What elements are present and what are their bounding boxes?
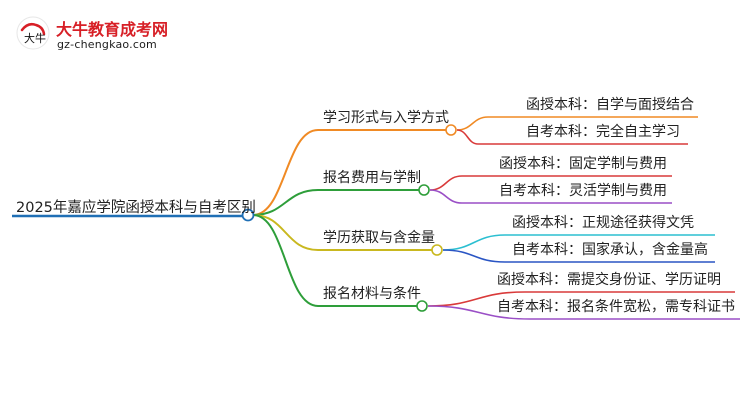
branch-label-learning-mode: 学习形式与入学方式 (323, 110, 449, 126)
leaf-label-1-1: 函授本科：自学与面授结合 (526, 97, 694, 113)
leaf-connector (429, 175, 463, 191)
leaf-connector (429, 189, 463, 204)
logo-title: 大牛教育成考网 (56, 20, 169, 39)
leaf-label-3-1: 函授本科：正规途径获得文凭 (512, 215, 694, 231)
leaf-label-4-2: 自考本科：报名条件宽松，需专科证书 (497, 299, 735, 315)
branch-label-materials: 报名材料与条件 (323, 286, 421, 302)
logo-url: gz-chengkao.com (57, 38, 157, 51)
branch-label-diploma: 学历获取与含金量 (323, 230, 435, 246)
branch-node (445, 124, 457, 136)
root-node (241, 208, 255, 222)
leaf-label-3-2: 自考本科：国家承认，含金量高 (512, 242, 708, 258)
leaf-connector (427, 291, 526, 307)
branch-label-fees: 报名费用与学制 (323, 170, 421, 186)
branch-node (418, 184, 430, 196)
branch-connector (252, 214, 319, 307)
branch-connector (252, 189, 319, 216)
branch-connector (252, 129, 319, 216)
leaf-connector (442, 234, 506, 251)
logo-mark-text: 大牛 (24, 31, 46, 45)
branch-node (416, 300, 428, 312)
site-logo[interactable]: 大牛 大牛教育成考网 gz-chengkao.com (8, 10, 178, 58)
leaf-connector (456, 129, 479, 145)
leaf-label-2-1: 函授本科：固定学制与费用 (499, 156, 667, 172)
leaf-label-2-2: 自考本科：灵活学制与费用 (499, 183, 667, 199)
leaf-connector (456, 116, 489, 131)
leaf-connector (442, 249, 506, 263)
leaf-connector (427, 305, 531, 320)
leaf-label-4-1: 函授本科：需提交身份证、学历证明 (497, 272, 721, 288)
logo-mark-icon: 大牛 (16, 16, 50, 50)
branch-connector (252, 214, 319, 251)
leaf-label-1-2: 自考本科：完全自主学习 (526, 124, 680, 140)
branch-node (431, 244, 443, 256)
root-label: 2025年嘉应学院函授本科与自考区别 (16, 200, 256, 216)
